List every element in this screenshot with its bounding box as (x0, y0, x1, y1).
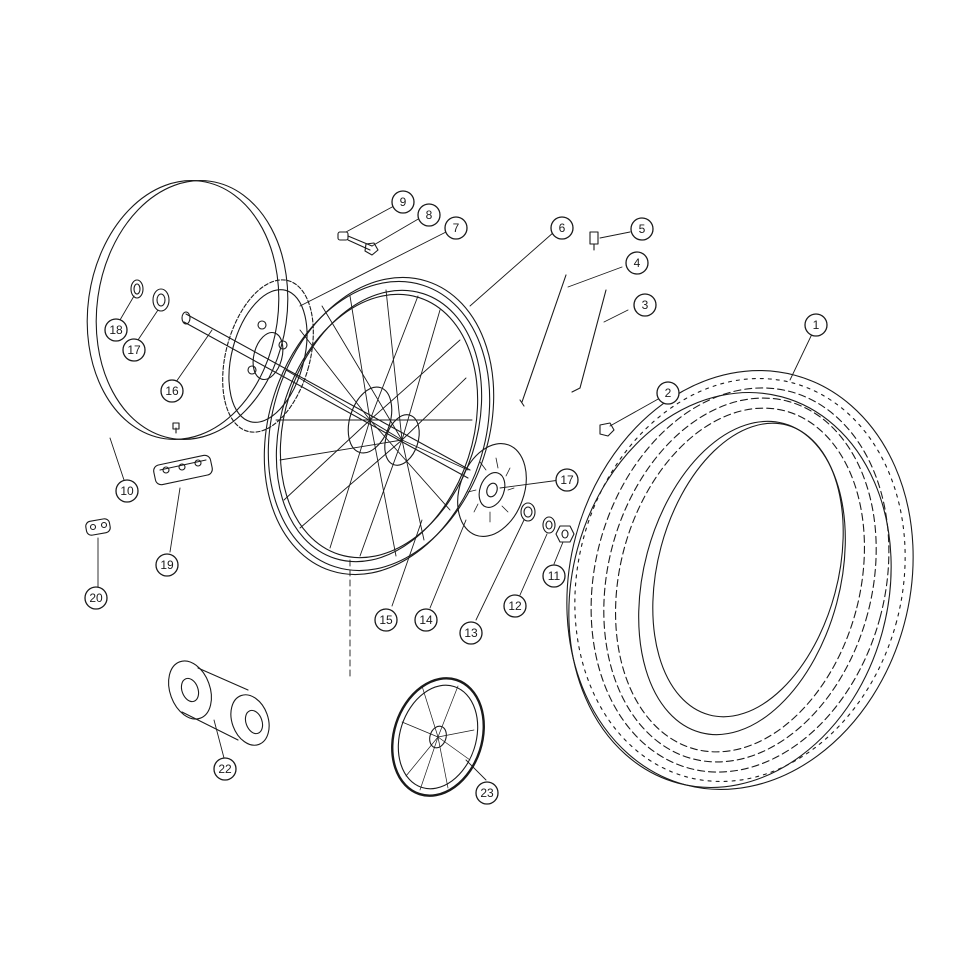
nipple-part (599, 422, 615, 437)
cover-disc-part (86, 180, 289, 440)
callout-3: 3 (633, 293, 657, 317)
svg-text:9: 9 (400, 195, 407, 209)
callout-5: 5 (630, 217, 654, 241)
svg-text:23: 23 (480, 786, 494, 800)
callout-17-right: 17 (555, 468, 579, 492)
callout-18: 18 (104, 318, 128, 342)
axle-shaft-part (181, 311, 471, 479)
brake-disc-part (457, 443, 527, 537)
callout-15: 15 (374, 608, 398, 632)
tyre-part (566, 370, 914, 790)
svg-text:18: 18 (109, 323, 123, 337)
callout-9: 9 (391, 190, 415, 214)
leader-lines (97, 205, 813, 781)
callout-11: 11 (542, 564, 566, 588)
complete-wheel-part (391, 677, 485, 797)
callout-6: 6 (550, 216, 574, 240)
chain-link-part (85, 518, 111, 536)
callout-1: 1 (804, 313, 828, 337)
sprocket-part (222, 279, 314, 433)
svg-text:19: 19 (160, 558, 174, 572)
axle-hardware-part (520, 502, 575, 543)
svg-text:16: 16 (165, 384, 179, 398)
svg-text:7: 7 (453, 221, 460, 235)
svg-text:4: 4 (634, 256, 641, 270)
svg-text:3: 3 (642, 298, 649, 312)
svg-text:22: 22 (218, 762, 232, 776)
svg-text:13: 13 (464, 626, 478, 640)
rim-part (263, 276, 495, 576)
callout-22: 22 (213, 757, 237, 781)
callout-23: 23 (475, 781, 499, 805)
svg-text:15: 15 (379, 613, 393, 627)
svg-text:6: 6 (559, 221, 566, 235)
svg-text:14: 14 (419, 613, 433, 627)
svg-text:20: 20 (89, 591, 103, 605)
svg-text:1: 1 (813, 318, 820, 332)
hub-part (168, 660, 270, 746)
valve-part (589, 231, 599, 251)
callout-group: 1 2 3 4 5 6 7 8 9 10 11 12 13 14 15 16 1… (84, 190, 828, 805)
svg-text:2: 2 (665, 386, 672, 400)
bolt-nut-part (337, 231, 379, 256)
svg-text:17: 17 (560, 473, 574, 487)
left-bearings-part (130, 279, 170, 312)
callout-2: 2 (656, 381, 680, 405)
callout-14: 14 (414, 608, 438, 632)
chain-part (153, 454, 213, 486)
callout-20: 20 (84, 586, 108, 610)
svg-text:10: 10 (120, 484, 134, 498)
svg-text:12: 12 (508, 599, 522, 613)
svg-text:17: 17 (127, 343, 141, 357)
callout-16: 16 (160, 379, 184, 403)
callout-4: 4 (625, 251, 649, 275)
callout-12: 12 (503, 594, 527, 618)
callout-13: 13 (459, 621, 483, 645)
callout-19: 19 (155, 553, 179, 577)
loose-spokes-part (519, 274, 607, 407)
svg-text:11: 11 (548, 569, 561, 583)
callout-10: 10 (115, 479, 139, 503)
callout-7: 7 (444, 216, 468, 240)
callout-8: 8 (417, 203, 441, 227)
svg-text:5: 5 (639, 222, 646, 236)
callout-17-left: 17 (122, 338, 146, 362)
svg-text:8: 8 (426, 208, 433, 222)
